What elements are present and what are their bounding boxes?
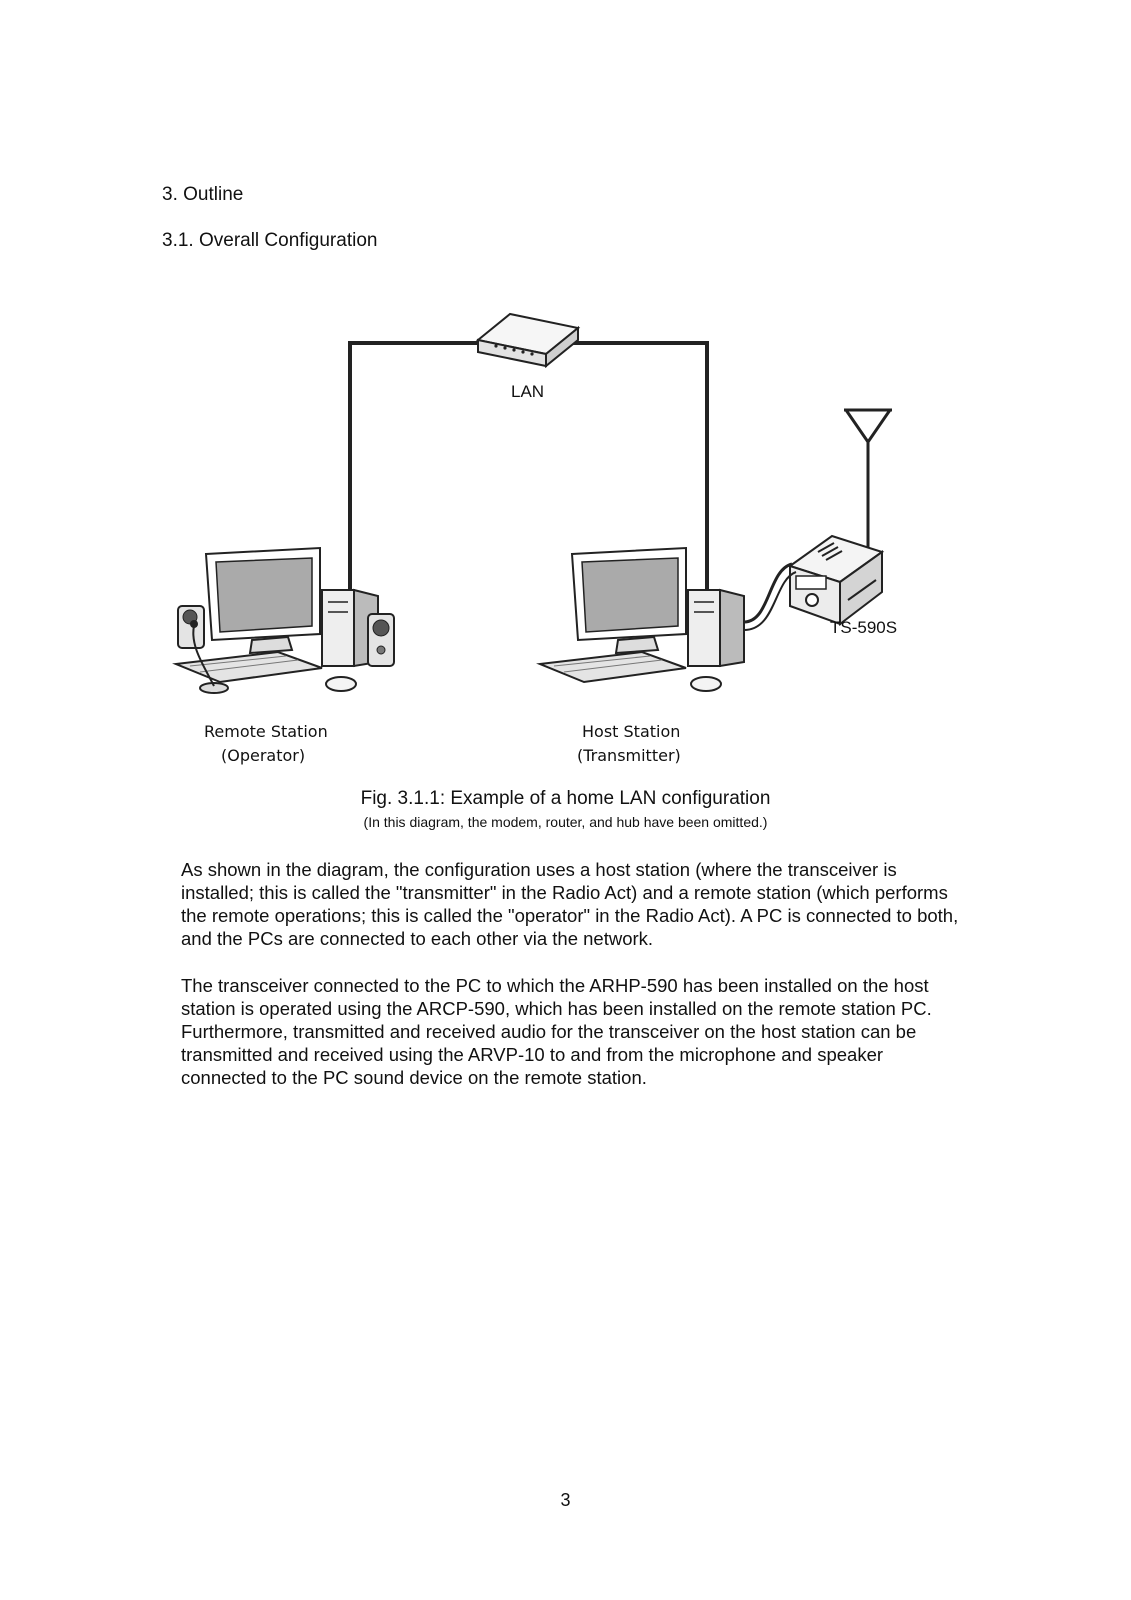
network-hub-icon xyxy=(475,312,581,369)
figure-caption: Fig. 3.1.1: Example of a home LAN config… xyxy=(360,788,771,809)
radio-cable-2 xyxy=(743,571,797,631)
host-computer-icon xyxy=(536,546,745,692)
section-heading: 3. Outline xyxy=(162,184,244,205)
antenna-icon xyxy=(844,408,892,562)
lan-label: LAN xyxy=(511,382,545,401)
remote-station-label: Remote Station xyxy=(204,722,328,741)
host-station-label: Host Station xyxy=(582,722,681,741)
figure-caption-note: (In this diagram, the modem, router, and… xyxy=(363,814,768,830)
microphone-icon xyxy=(190,620,229,694)
radio-cable xyxy=(743,562,793,624)
subsection-heading: 3.1. Overall Configuration xyxy=(162,230,378,251)
radio-model-label: TS-590S xyxy=(830,618,898,637)
lan-cable-remote xyxy=(348,341,490,592)
page-number: 3 xyxy=(560,1490,571,1510)
diagram-drawing xyxy=(172,312,892,694)
transceiver-icon xyxy=(787,534,885,627)
host-station-role: (Transmitter) xyxy=(577,746,681,765)
remote-computer-icon xyxy=(172,546,379,692)
body-paragraph: The transceiver connected to the PC to w… xyxy=(181,975,932,1088)
lan-configuration-diagram: LAN TS-590S Remote Station (Operator) Ho… xyxy=(170,300,950,765)
speaker-icon xyxy=(177,605,395,667)
remote-station-role: (Operator) xyxy=(221,746,306,765)
body-paragraph: As shown in the diagram, the configurati… xyxy=(181,859,959,949)
lan-cable-host xyxy=(565,341,709,592)
